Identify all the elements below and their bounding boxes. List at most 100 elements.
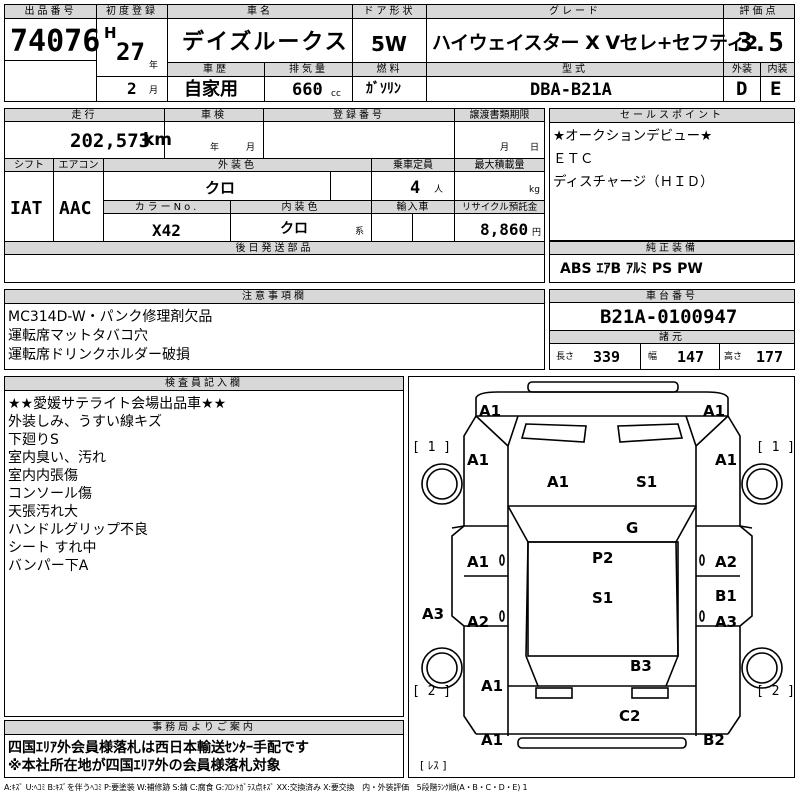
damage-fender-left: A1 bbox=[467, 451, 490, 469]
damage-tail: C2 bbox=[619, 707, 641, 725]
inspector-line-8: ハンドルグリップ不良 bbox=[8, 522, 148, 538]
damage-diagram-box bbox=[408, 376, 795, 778]
fuel: ｶﾞｿﾘﾝ bbox=[366, 81, 401, 97]
damage-windshield: G bbox=[626, 519, 639, 537]
max-load-unit: kg bbox=[529, 185, 540, 195]
ext-color: クロ bbox=[205, 179, 236, 197]
caution-line-2: 運転席マットタバコ穴 bbox=[8, 328, 148, 344]
history-label: 車歴 bbox=[168, 63, 264, 76]
history: 自家用 bbox=[184, 79, 238, 100]
int-grade: E bbox=[770, 78, 782, 100]
bracket-1-left: [ 1 ] bbox=[412, 440, 452, 455]
grade: ハイウェイスター X Vセレ+セフティ2 bbox=[432, 32, 758, 54]
inspector-label: 検査員記入欄 bbox=[5, 377, 403, 391]
length-label: 長さ bbox=[556, 352, 575, 362]
chassis-number: B21A-0100947 bbox=[600, 306, 738, 328]
height-label: 高さ bbox=[724, 352, 743, 362]
caution-box bbox=[4, 289, 545, 370]
inspector-line-9: シート すれ中 bbox=[8, 540, 97, 556]
reg-month: 2 bbox=[127, 79, 137, 98]
damage-fender-right: A1 bbox=[715, 451, 738, 469]
import-label: 輸入車 bbox=[372, 201, 454, 214]
recycle-fee: 8,860 bbox=[480, 220, 529, 239]
door-label: ドア形状 bbox=[353, 5, 426, 19]
reg-no-label: 登録番号 bbox=[264, 109, 454, 122]
color-no-label: カラーNo. bbox=[104, 201, 230, 214]
spare-tire-label: [ ﾚｽ ] bbox=[420, 759, 447, 772]
damage-front-door-left: A1 bbox=[467, 553, 490, 571]
damage-pillar-right: B1 bbox=[715, 587, 737, 605]
equipment-box bbox=[549, 241, 795, 283]
inspector-line-1: ★★愛媛サテライト会場出品車★★ bbox=[8, 396, 227, 412]
inspection-label: 車検 bbox=[165, 109, 263, 122]
height: 177 bbox=[756, 348, 784, 366]
inspector-line-3: 下廻りS bbox=[8, 432, 59, 448]
model: DBA-B21A bbox=[530, 80, 612, 100]
inspector-line-6: コンソール傷 bbox=[8, 486, 92, 502]
first-reg-label: 初度登録 bbox=[97, 5, 167, 19]
damage-rear-door-left: A2 bbox=[467, 613, 490, 631]
bracket-2-right: [ 2 ] bbox=[756, 684, 796, 699]
damage-rear-left: A1 bbox=[481, 731, 504, 749]
ext-grade: D bbox=[736, 78, 748, 100]
damage-roof-rear: S1 bbox=[592, 589, 614, 607]
damage-hood-right: S1 bbox=[636, 473, 658, 491]
capacity-label: 乗車定員 bbox=[372, 159, 454, 172]
transfer-month: 月 bbox=[500, 143, 510, 153]
sales-points-box bbox=[549, 108, 795, 241]
transfer-label: 譲渡書類期限 bbox=[455, 109, 544, 122]
sales-points-label: セールスポイント bbox=[550, 109, 794, 123]
car-name-label: 車名 bbox=[168, 5, 352, 19]
era-mark: H bbox=[104, 24, 117, 42]
equipment-label: 純正装備 bbox=[550, 242, 794, 255]
displacement-unit: cc bbox=[331, 89, 341, 99]
ac: AAC bbox=[59, 198, 92, 219]
damage-hood-left: A1 bbox=[547, 473, 570, 491]
top-section bbox=[4, 4, 795, 102]
office-box bbox=[4, 720, 404, 778]
shift-label: シフト bbox=[5, 159, 53, 172]
fuel-label: 燃料 bbox=[353, 63, 426, 76]
door-type: 5W bbox=[371, 32, 407, 56]
later-parts-label: 後日発送部品 bbox=[5, 242, 544, 255]
score: 3.5 bbox=[737, 28, 784, 58]
month-unit: 月 bbox=[149, 86, 159, 96]
chassis-box bbox=[549, 289, 795, 370]
damage-front-door-right: A2 bbox=[715, 553, 738, 571]
sales-point-2: ＥＴＣ bbox=[553, 151, 594, 167]
recycle-label: リサイクル預託金 bbox=[455, 201, 544, 214]
int-color-label: 内装色 bbox=[231, 201, 371, 214]
grade-label: グレード bbox=[427, 5, 723, 19]
ac-label: エアコン bbox=[54, 159, 103, 172]
office-label: 事務局よりご案内 bbox=[5, 721, 403, 735]
inspector-line-10: バンパー下A bbox=[8, 558, 89, 574]
caution-line-3: 運転席ドリンクホルダー破損 bbox=[8, 347, 190, 363]
color-no: X42 bbox=[152, 221, 181, 240]
max-load-label: 最大積載量 bbox=[455, 159, 544, 172]
reg-year: 27 bbox=[116, 38, 145, 66]
lot-no-label: 出品番号 bbox=[5, 5, 96, 19]
office-line-2: ※本社所在地が四国ｴﾘｱ外の会員様落札対象 bbox=[8, 758, 281, 774]
inspector-line-4: 室内臭い、汚れ bbox=[8, 450, 106, 466]
int-color: クロ bbox=[280, 221, 308, 237]
capacity: 4 bbox=[410, 178, 421, 198]
bracket-1-right: [ 1 ] bbox=[756, 440, 796, 455]
sales-point-3: ディスチャージ（ＨＩＤ） bbox=[553, 174, 714, 190]
equipment-list: ABS ｴｱB ｱﾙﾐ PS PW bbox=[560, 261, 703, 277]
inspector-line-5: 室内内張傷 bbox=[8, 468, 78, 484]
caution-label: 注意事項欄 bbox=[5, 290, 544, 304]
lot-number: 74076 bbox=[10, 24, 101, 59]
office-line-1: 四国ｴﾘｱ外会員様落札は西日本輸送ｾﾝﾀｰ手配です bbox=[8, 740, 309, 756]
damage-rear-glass: B3 bbox=[630, 657, 652, 675]
ext-grade-label: 外装 bbox=[724, 63, 760, 76]
width-label: 幅 bbox=[648, 352, 658, 362]
damage-rear-right: B2 bbox=[703, 731, 725, 749]
transfer-day: 日 bbox=[530, 143, 540, 153]
mileage-label: 走行 bbox=[5, 109, 164, 122]
caution-line-1: MC314D-W・パンク修理剤欠品 bbox=[8, 309, 213, 325]
damage-front-left: A1 bbox=[479, 402, 502, 420]
year-unit: 年 bbox=[149, 61, 159, 71]
inspector-line-7: 天張汚れ大 bbox=[8, 504, 78, 520]
spec-label: 諸元 bbox=[550, 331, 794, 344]
insp-month-unit: 月 bbox=[246, 143, 256, 153]
